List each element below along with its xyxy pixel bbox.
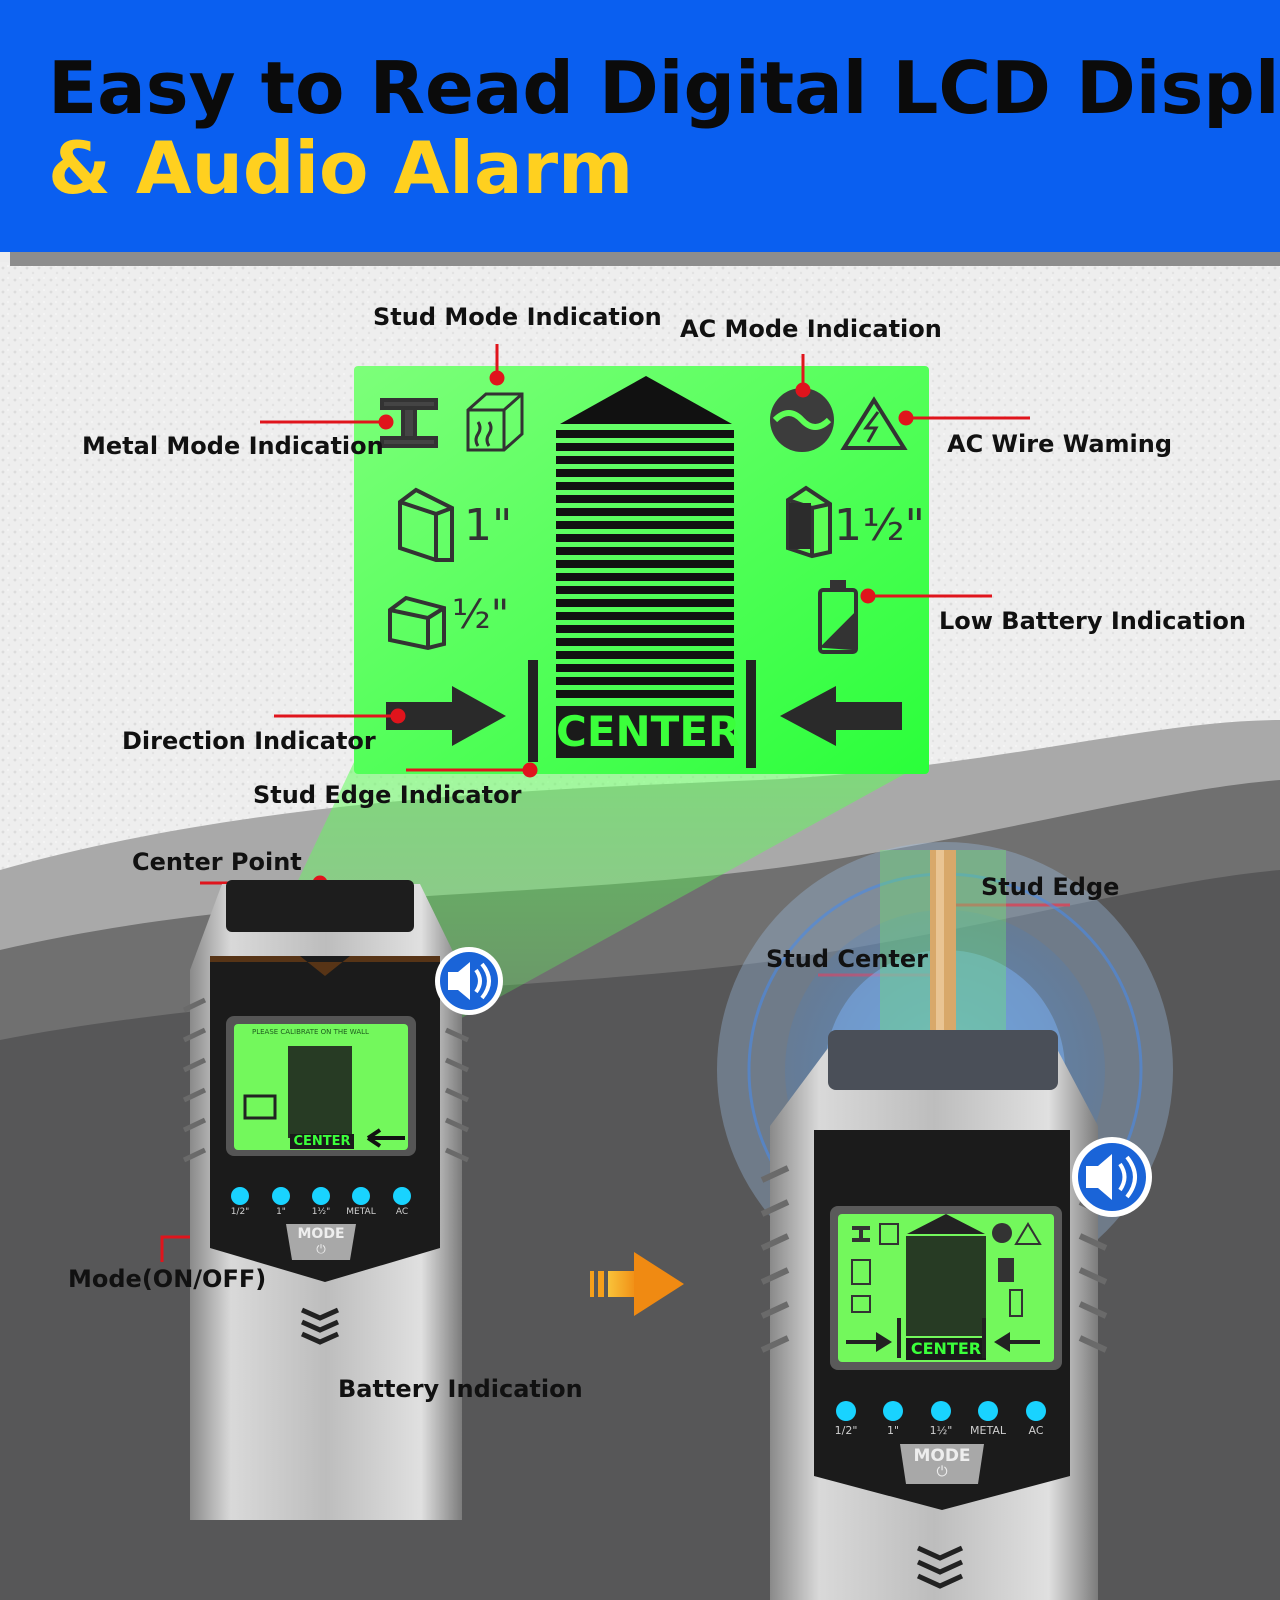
callout-mode-on-off: Mode(ON/OFF) xyxy=(68,1265,267,1293)
mode-led-label: 1" xyxy=(276,1207,286,1217)
signal-bar-stack xyxy=(556,430,734,698)
signal-bar xyxy=(556,534,734,542)
mode-led-label: 1½" xyxy=(929,1424,953,1437)
callout-stud-edge: Stud Edge xyxy=(981,873,1120,901)
callout-center-point: Center Point xyxy=(132,848,302,876)
signal-bar xyxy=(556,599,734,607)
callout-battery: Battery Indication xyxy=(338,1375,583,1403)
stud-edge-bar-left xyxy=(528,660,538,762)
stud-finder-right xyxy=(760,1030,1108,1600)
signal-bar xyxy=(556,521,734,529)
signal-bar xyxy=(556,573,734,581)
lcd-stud-half-label: ½" xyxy=(452,592,510,638)
signal-bar xyxy=(556,443,734,451)
mode-led-label: 1/2" xyxy=(834,1424,858,1437)
speaker-icon-right xyxy=(1072,1137,1152,1217)
direction-arrow-right-icon xyxy=(386,686,506,746)
header-banner xyxy=(0,0,1280,252)
mode-led-label: AC xyxy=(395,1207,409,1217)
signal-bar xyxy=(556,456,734,464)
stud-one-half-in-icon xyxy=(786,485,832,559)
lcd-stud-one-half-label: 1½" xyxy=(834,500,925,551)
mode-led-label: 1/2" xyxy=(230,1207,250,1217)
header-shadow xyxy=(10,252,1280,266)
signal-bar xyxy=(556,664,734,672)
right-device-center-label: CENTER xyxy=(910,1339,982,1358)
callout-stud-edge-indicator: Stud Edge Indicator xyxy=(253,781,522,809)
signal-bar xyxy=(556,638,734,646)
signal-bar xyxy=(556,560,734,568)
stud-edge-bar-right xyxy=(746,660,756,768)
battery-low-icon xyxy=(818,580,858,654)
mode-led-label: 1" xyxy=(886,1424,900,1437)
left-device-power-icon: ⏻ xyxy=(316,1242,326,1256)
lcd-stud-1in-label: 1" xyxy=(464,500,513,551)
metal-beam-icon xyxy=(380,398,438,448)
signal-bar xyxy=(556,508,734,516)
signal-bar xyxy=(556,495,734,503)
center-label-box xyxy=(556,706,734,758)
left-device-center-label: CENTER xyxy=(290,1134,354,1149)
direction-arrow-left-icon xyxy=(780,686,902,746)
transition-arrow-icon xyxy=(590,1252,684,1316)
callout-stud-center: Stud Center xyxy=(766,945,928,973)
lcd-center-label: CENTER xyxy=(556,707,741,756)
stud-half-in-icon xyxy=(388,595,446,651)
callout-metal-mode: Metal Mode Indication xyxy=(82,432,384,460)
right-device-mode-button[interactable]: MODE xyxy=(913,1446,971,1466)
callout-low-battery: Low Battery Indication xyxy=(939,607,1246,635)
signal-bar xyxy=(556,430,734,438)
mode-led-label: METAL xyxy=(970,1424,1006,1437)
callout-stud-mode: Stud Mode Indication xyxy=(373,303,662,331)
left-device-mode-button[interactable]: MODE xyxy=(297,1226,345,1242)
vent-icon xyxy=(300,1307,340,1345)
stud-block-icon xyxy=(466,392,524,452)
lcd-panel xyxy=(354,366,929,774)
page-subtitle: & Audio Alarm xyxy=(48,126,634,210)
speaker-icon xyxy=(435,947,503,1015)
signal-bar xyxy=(556,651,734,659)
signal-bar xyxy=(556,469,734,477)
right-device-power-icon: ⏻ xyxy=(936,1464,948,1480)
signal-bar xyxy=(556,547,734,555)
left-device-lcd-header: PLEASE CALIBRATE ON THE WALL xyxy=(252,1028,369,1036)
signal-bar xyxy=(556,586,734,594)
mode-led-label: AC xyxy=(1028,1424,1044,1437)
signal-bar xyxy=(556,677,734,685)
mode-led-label: 1½" xyxy=(311,1207,331,1217)
high-voltage-warning-icon xyxy=(840,396,908,450)
callout-ac-mode: AC Mode Indication xyxy=(680,315,942,343)
signal-bar xyxy=(556,625,734,633)
signal-bar xyxy=(556,690,734,698)
signal-bar xyxy=(556,482,734,490)
callout-direction: Direction Indicator xyxy=(122,727,376,755)
ac-wave-icon xyxy=(770,388,834,452)
signal-bar xyxy=(556,612,734,620)
wood-stud-highlight xyxy=(936,850,944,1060)
mode-led-label: METAL xyxy=(346,1207,376,1217)
page-title: Easy to Read Digital LCD Display xyxy=(48,46,1280,130)
stud-1in-icon xyxy=(398,487,454,562)
stud-finder-left xyxy=(182,880,470,1520)
signal-bars xyxy=(560,376,732,424)
callout-ac-wire-warning: AC Wire Waming xyxy=(947,430,1173,458)
